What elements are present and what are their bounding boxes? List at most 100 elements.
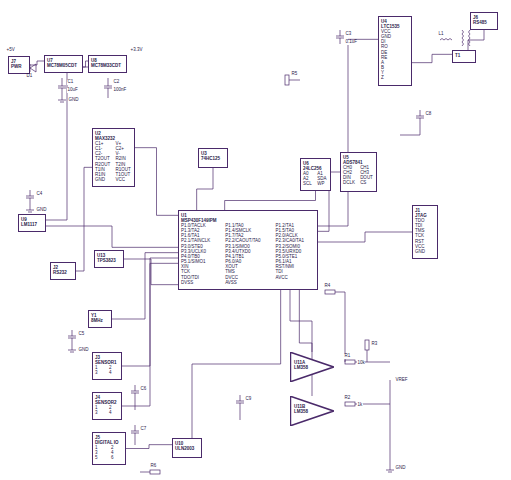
pin-name: TCK: [415, 233, 435, 238]
wire: [30, 61, 44, 65]
part-number: RS232: [53, 270, 73, 275]
ic-box: J2RS232: [50, 262, 76, 280]
pin-name: DVCC: [225, 275, 271, 280]
pin-name: 3: [95, 410, 105, 415]
wire: [299, 290, 312, 396]
pin-name: VCC: [415, 244, 435, 249]
part-number: ADS7841: [343, 160, 374, 165]
pin-name: P1.0/TACLK: [181, 223, 221, 228]
ic-box: U13TPS3823: [94, 250, 124, 268]
ic-box: J6RS485: [470, 12, 498, 30]
ref-designator: U1: [181, 213, 315, 218]
pin-name: GND: [381, 34, 409, 39]
part-label: C2: [113, 80, 120, 85]
part-label: 1k: [357, 403, 363, 408]
pin-name: P2.3/CA0/TA1: [276, 238, 315, 243]
part-label: GND: [36, 208, 47, 213]
part-label: C1: [67, 80, 74, 85]
part-label: GND: [395, 466, 406, 471]
ic-box: U4LTC1535VCCGNDDIRODEREABYZ: [378, 16, 412, 86]
capacitor-symbol: [68, 330, 76, 344]
part-number: LM358: [294, 365, 320, 370]
pin-name: R1IN: [95, 172, 112, 177]
pin-name: A: [381, 60, 409, 65]
ref-designator: U5: [343, 155, 374, 160]
part-number: 74HC125: [201, 156, 225, 161]
pin-name: P1.4/SMCLK: [225, 228, 271, 233]
part-number: 24LC256: [303, 166, 328, 171]
pin-name: Z: [381, 75, 409, 80]
pin-list: TDOTDITMSTCKRSTVCCGND: [415, 218, 435, 254]
pin-name: P2.2/CAOUT/TA0: [225, 238, 271, 243]
pin-name: CH0: [343, 165, 356, 170]
pin-name: DOUT: [360, 175, 374, 180]
pin-name: VCC: [381, 29, 409, 34]
capacitor-symbol: [104, 78, 112, 94]
part-label: 0.1uF: [345, 40, 358, 45]
pin-name: A0: [303, 171, 313, 176]
ref-designator: U9: [21, 217, 43, 222]
part-number: RS485: [473, 20, 495, 25]
wire: [412, 54, 452, 62]
pin-name: 2: [111, 445, 123, 450]
pin-name: T1IN: [95, 167, 112, 172]
resistor-symbol: [325, 290, 335, 294]
part-label: C7: [140, 427, 147, 432]
ic-box: U2MAX3232C1+V+C1-C2+C2-V-T2OUTR2INR2OUTT…: [92, 128, 135, 187]
opamp-outline: [290, 396, 333, 425]
ref-designator: U11B: [294, 404, 320, 409]
ic-box: J3SENSOR11234: [92, 352, 122, 380]
pin-name: TDI: [415, 223, 435, 228]
part-number: DIGITAL IO: [95, 440, 123, 445]
part-label: R5: [291, 72, 298, 77]
wire: [225, 191, 316, 210]
transformer-coil: [469, 30, 471, 46]
ground-symbol: [26, 210, 34, 212]
part-number: JTAG: [415, 213, 435, 218]
pin-list: C1+V+C1-C2+C2-V-T2OUTR2INR2OUTT2INT1INR1…: [95, 141, 132, 182]
part-label: 10k: [357, 361, 365, 366]
ic-box: U10ULN2003: [172, 438, 202, 458]
pin-name: P3.4/UTXD0: [225, 249, 271, 254]
pin-name: C1-: [95, 146, 112, 151]
pin-name: XIN: [181, 264, 221, 269]
part-label: R1: [344, 354, 351, 359]
pin-list: 1234: [95, 405, 119, 415]
pin-name: 2: [109, 365, 119, 370]
pin-name: P4.1/TB1: [225, 254, 271, 259]
part-label: R3: [371, 342, 378, 347]
part-label: C5: [78, 332, 85, 337]
ic-box: U624LC256A0A1A2SDASCLWP: [300, 158, 331, 191]
ic-box: J1JTAGTDOTDITMSTCKRSTVCCGND: [412, 205, 438, 259]
ref-designator: U8: [91, 58, 124, 63]
pin-name: VCC: [116, 177, 133, 182]
capacitor-symbol: [416, 110, 424, 124]
pin-name: 4: [109, 410, 119, 415]
ref-designator: T1: [455, 53, 473, 58]
pin-name: CH2: [343, 170, 356, 175]
part-label: R2: [344, 396, 351, 401]
ic-box: U1MSP430F149IPMP1.0/TACLKP1.1/TA0P1.2/TA…: [178, 210, 318, 290]
ic-box: U374HC125: [198, 148, 228, 168]
ref-designator: U13: [97, 253, 121, 258]
wire: [46, 67, 88, 220]
opamp-outline: [290, 352, 333, 381]
pin-name: P3.3/UCLK0: [181, 249, 221, 254]
wire: [197, 168, 213, 210]
pin-name: DVSS: [181, 280, 221, 285]
pin-name: V-: [116, 151, 133, 156]
pin-name: P3.1/SIMO0: [225, 244, 271, 249]
pin-name: SCL: [303, 181, 313, 186]
capacitor-symbol: [336, 30, 344, 44]
part-number: TPS3823: [97, 258, 121, 263]
part-label: R4: [324, 284, 331, 289]
ground-symbol: [68, 350, 76, 352]
ic-box: U7MC78M05CDT: [44, 55, 83, 73]
pin-name: T2OUT: [95, 156, 112, 161]
ic-box: J4SENSOR21234: [92, 392, 122, 420]
part-label: GND: [68, 98, 79, 103]
pin-name: R2OUT: [95, 162, 112, 167]
pin-name: P5.0/STE1: [276, 254, 315, 259]
ref-designator: J7: [11, 59, 27, 64]
pin-name: TDI: [276, 269, 315, 274]
